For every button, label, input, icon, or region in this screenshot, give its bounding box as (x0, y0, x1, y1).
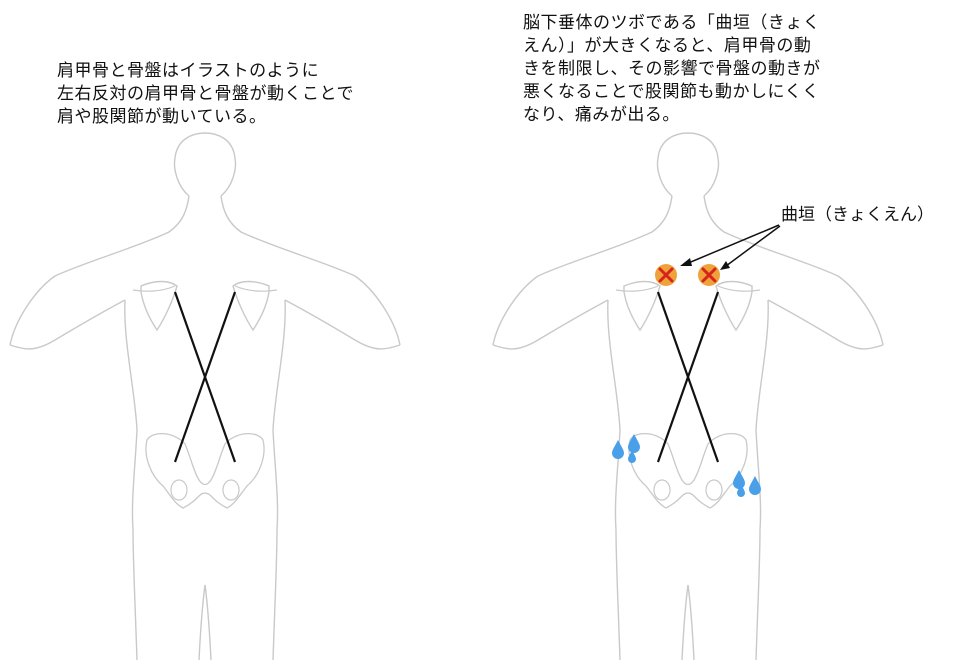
left-caption: 肩甲骨と骨盤はイラストのように左右反対の肩甲骨と骨盤が動くことで肩や股関節が動い… (57, 60, 354, 129)
sweat-drops-icon (612, 434, 640, 463)
caption-line: えん）」が大きくなると、肩甲骨の動 (523, 36, 812, 56)
caption-line: きを制限し、その影響で骨盤の動きが (523, 59, 821, 79)
right-caption: 脳下垂体のツボである「曲垣（きょくえん）」が大きくなると、肩甲骨の動きを制限し、… (523, 12, 821, 127)
right-figure (491, 131, 885, 662)
left-figure (8, 131, 402, 662)
callout-arrow (680, 224, 781, 270)
caption-line: 左右反対の肩甲骨と骨盤が動くことで (57, 84, 354, 104)
acupoint-x-marker (698, 264, 720, 286)
caption-line: 脳下垂体のツボである「曲垣（きょく (523, 13, 821, 33)
sweat-drops-icon (733, 470, 761, 497)
caption-line: 肩甲骨と骨盤はイラストのように (57, 61, 320, 81)
caption-line: 肩や股関節が動いている。 (57, 107, 267, 127)
caption-line: 悪くなることで股関節も動かしにくく (523, 82, 820, 102)
caption-line: なり、痛みが出る。 (523, 105, 680, 125)
kyokuen-callout-label: 曲垣（きょくえん） (781, 205, 934, 225)
acupoint-x-marker (655, 264, 677, 286)
